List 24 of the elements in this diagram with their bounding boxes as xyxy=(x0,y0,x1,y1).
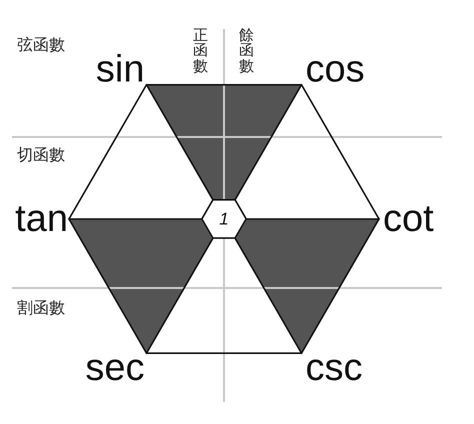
function-label: cos xyxy=(306,54,365,85)
hexagon-side xyxy=(68,84,148,220)
spoke-line xyxy=(234,84,302,200)
spoke-line xyxy=(146,238,214,354)
function-label: sin xyxy=(96,54,144,85)
spoke-line xyxy=(234,238,302,354)
hexagon-side xyxy=(300,218,380,354)
spoke-line xyxy=(246,218,380,220)
hexagon-side xyxy=(300,84,380,220)
number-label: 1 xyxy=(219,210,229,228)
hexagon-side xyxy=(68,218,148,354)
column-label: 正函數 xyxy=(193,28,208,74)
row-label: 弦函數 xyxy=(17,37,65,54)
function-label: sec xyxy=(85,353,144,384)
row-label: 切函數 xyxy=(17,147,65,164)
function-label: csc xyxy=(306,353,362,384)
function-label: tan xyxy=(15,204,68,234)
column-label: 餘函數 xyxy=(239,28,254,74)
spoke-line xyxy=(146,84,214,200)
row-label: 割函數 xyxy=(17,300,65,317)
function-label: cot xyxy=(383,204,434,234)
hexagon-side xyxy=(146,352,302,354)
hexagon-side xyxy=(146,84,302,86)
spoke-line xyxy=(68,218,202,220)
